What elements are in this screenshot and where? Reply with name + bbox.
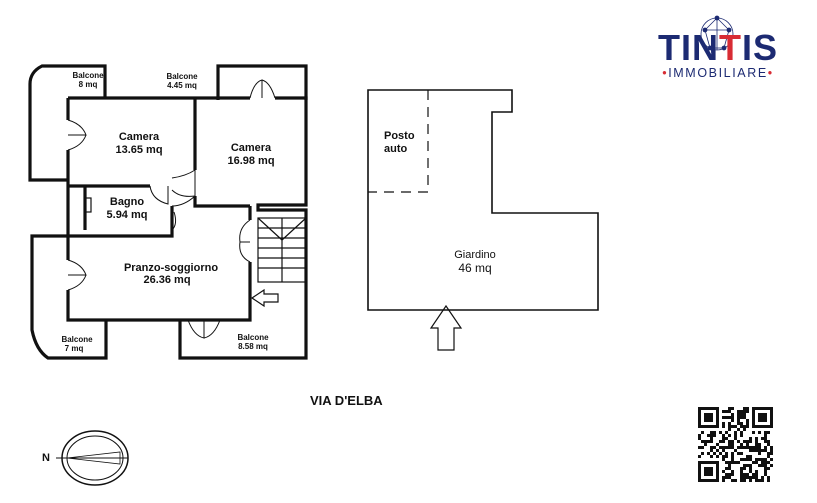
qr-code-icon[interactable]: [698, 407, 773, 482]
pranzo-left-wall: [66, 236, 180, 322]
compass-north-label: N: [42, 452, 50, 464]
balcony-bottom-left-outline: [30, 234, 108, 360]
brand-name: TINTIS: [657, 27, 778, 68]
pranzo-name: Pranzo-soggiorno: [124, 262, 218, 274]
entrance-arrow-icon: [429, 304, 463, 351]
posto-auto-dashed-area: [368, 90, 429, 193]
bagno-window: [84, 197, 92, 213]
camera-1-area: 13.65 mq: [115, 144, 162, 156]
balcone-8-name: Balcone: [72, 71, 104, 80]
balcone-858-name: Balcone: [237, 333, 269, 342]
bagno-area: 5.94 mq: [107, 209, 148, 221]
brand-subtitle: •IMMOBILIARE•: [662, 66, 774, 80]
bagno-walls: [66, 186, 174, 238]
balcone-858-area: 8.58 mq: [238, 342, 268, 351]
north-compass-icon: [56, 430, 129, 486]
garden-outline: [367, 89, 599, 311]
balcony-bottom-right-outline: [178, 315, 308, 360]
posto-auto-line2: auto: [384, 143, 408, 155]
balcony-top-right-outline: [216, 64, 308, 100]
stairs-entry-arrow-icon: [250, 288, 279, 308]
street-name: VIA D'ELBA: [310, 393, 383, 408]
balcone-8-area: 8 mq: [79, 80, 98, 89]
camera-2-area: 16.98 mq: [227, 155, 274, 167]
giardino-name: Giardino: [454, 249, 496, 261]
apartment-top-wall: [68, 96, 308, 315]
stair-steps: [257, 217, 307, 282]
balcone-7-name: Balcone: [61, 335, 93, 344]
giardino-area: 46 mq: [458, 261, 491, 275]
posto-auto-line1: Posto: [384, 130, 415, 142]
camera-2-name: Camera: [231, 142, 272, 154]
atom-network-logo: [700, 15, 734, 51]
brand-logo: TINTIS •IMMOBILIARE•: [648, 27, 788, 81]
camera-1-name: Camera: [119, 131, 160, 143]
balcone-445-name: Balcone: [166, 72, 198, 81]
balcone-445-area: 4.45 mq: [167, 81, 197, 90]
pranzo-area: 26.36 mq: [143, 274, 190, 286]
camera2-bottom-wall: [193, 196, 250, 208]
doors: [67, 79, 276, 339]
pranzo-right-wall: [180, 206, 252, 322]
balcony-top-left-outline: [28, 64, 107, 182]
bagno-name: Bagno: [110, 196, 145, 208]
balcone-7-area: 7 mq: [65, 344, 84, 353]
